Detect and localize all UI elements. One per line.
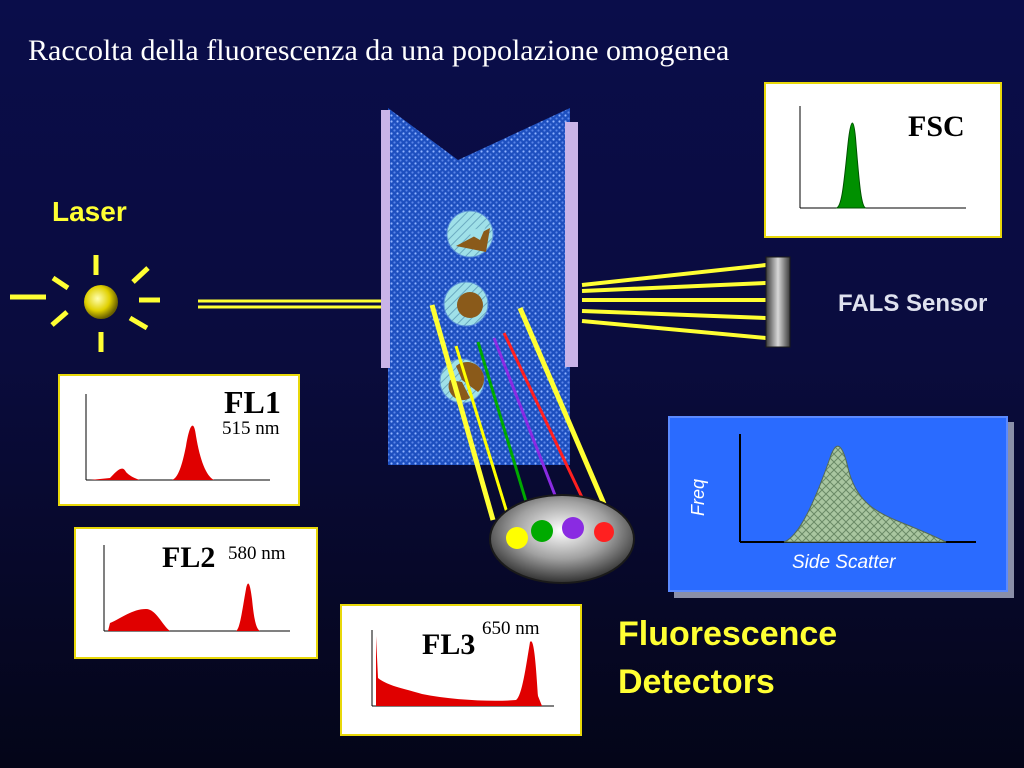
fl2-histogram (103, 545, 290, 632)
slide-title: Raccolta della fluorescenza da una popol… (28, 34, 730, 67)
laser-beam (198, 299, 385, 309)
side-scatter-xlabel: Side Scatter (792, 552, 896, 573)
fl2-histogram-panel: FL2 580 nm (74, 527, 318, 659)
fl3-histogram-panel: FL3 650 nm (340, 604, 582, 736)
fl1-histogram (85, 394, 270, 481)
fl1-histogram-panel: FL1 515 nm (58, 374, 300, 506)
fluorescence-detector-icon (489, 494, 635, 584)
fsc-title: FSC (908, 110, 965, 143)
fl3-wavelength: 650 nm (482, 618, 540, 639)
fsc-histogram-panel: FSC (764, 82, 1002, 238)
fl1-title: FL1 (224, 384, 281, 420)
side-scatter-histogram (739, 434, 976, 543)
side-scatter-ylabel: Freq (688, 478, 708, 516)
side-scatter-panel: Freq Side Scatter (668, 416, 1008, 592)
fl1-wavelength: 515 nm (222, 418, 280, 439)
fals-sensor-label: FALS Sensor (838, 290, 988, 317)
fluorescence-detectors-label: Fluorescence Detectors (618, 610, 837, 706)
cell-2 (443, 281, 489, 327)
laser-label: Laser (52, 196, 127, 227)
fsc-histogram (799, 106, 966, 209)
fl3-histogram (371, 630, 554, 707)
laser-source-icon (10, 255, 160, 352)
fl3-title: FL3 (422, 628, 476, 661)
fluorescence-label-line2: Detectors (618, 663, 775, 701)
forward-scatter-beams (581, 263, 767, 340)
side-scatter-beams (429, 304, 607, 521)
fl2-title: FL2 (162, 541, 216, 574)
fluorescence-label-line1: Fluorescence (618, 615, 838, 653)
fl2-wavelength: 580 nm (228, 543, 286, 564)
cell-1 (446, 210, 494, 258)
fals-sensor-icon (765, 256, 791, 348)
